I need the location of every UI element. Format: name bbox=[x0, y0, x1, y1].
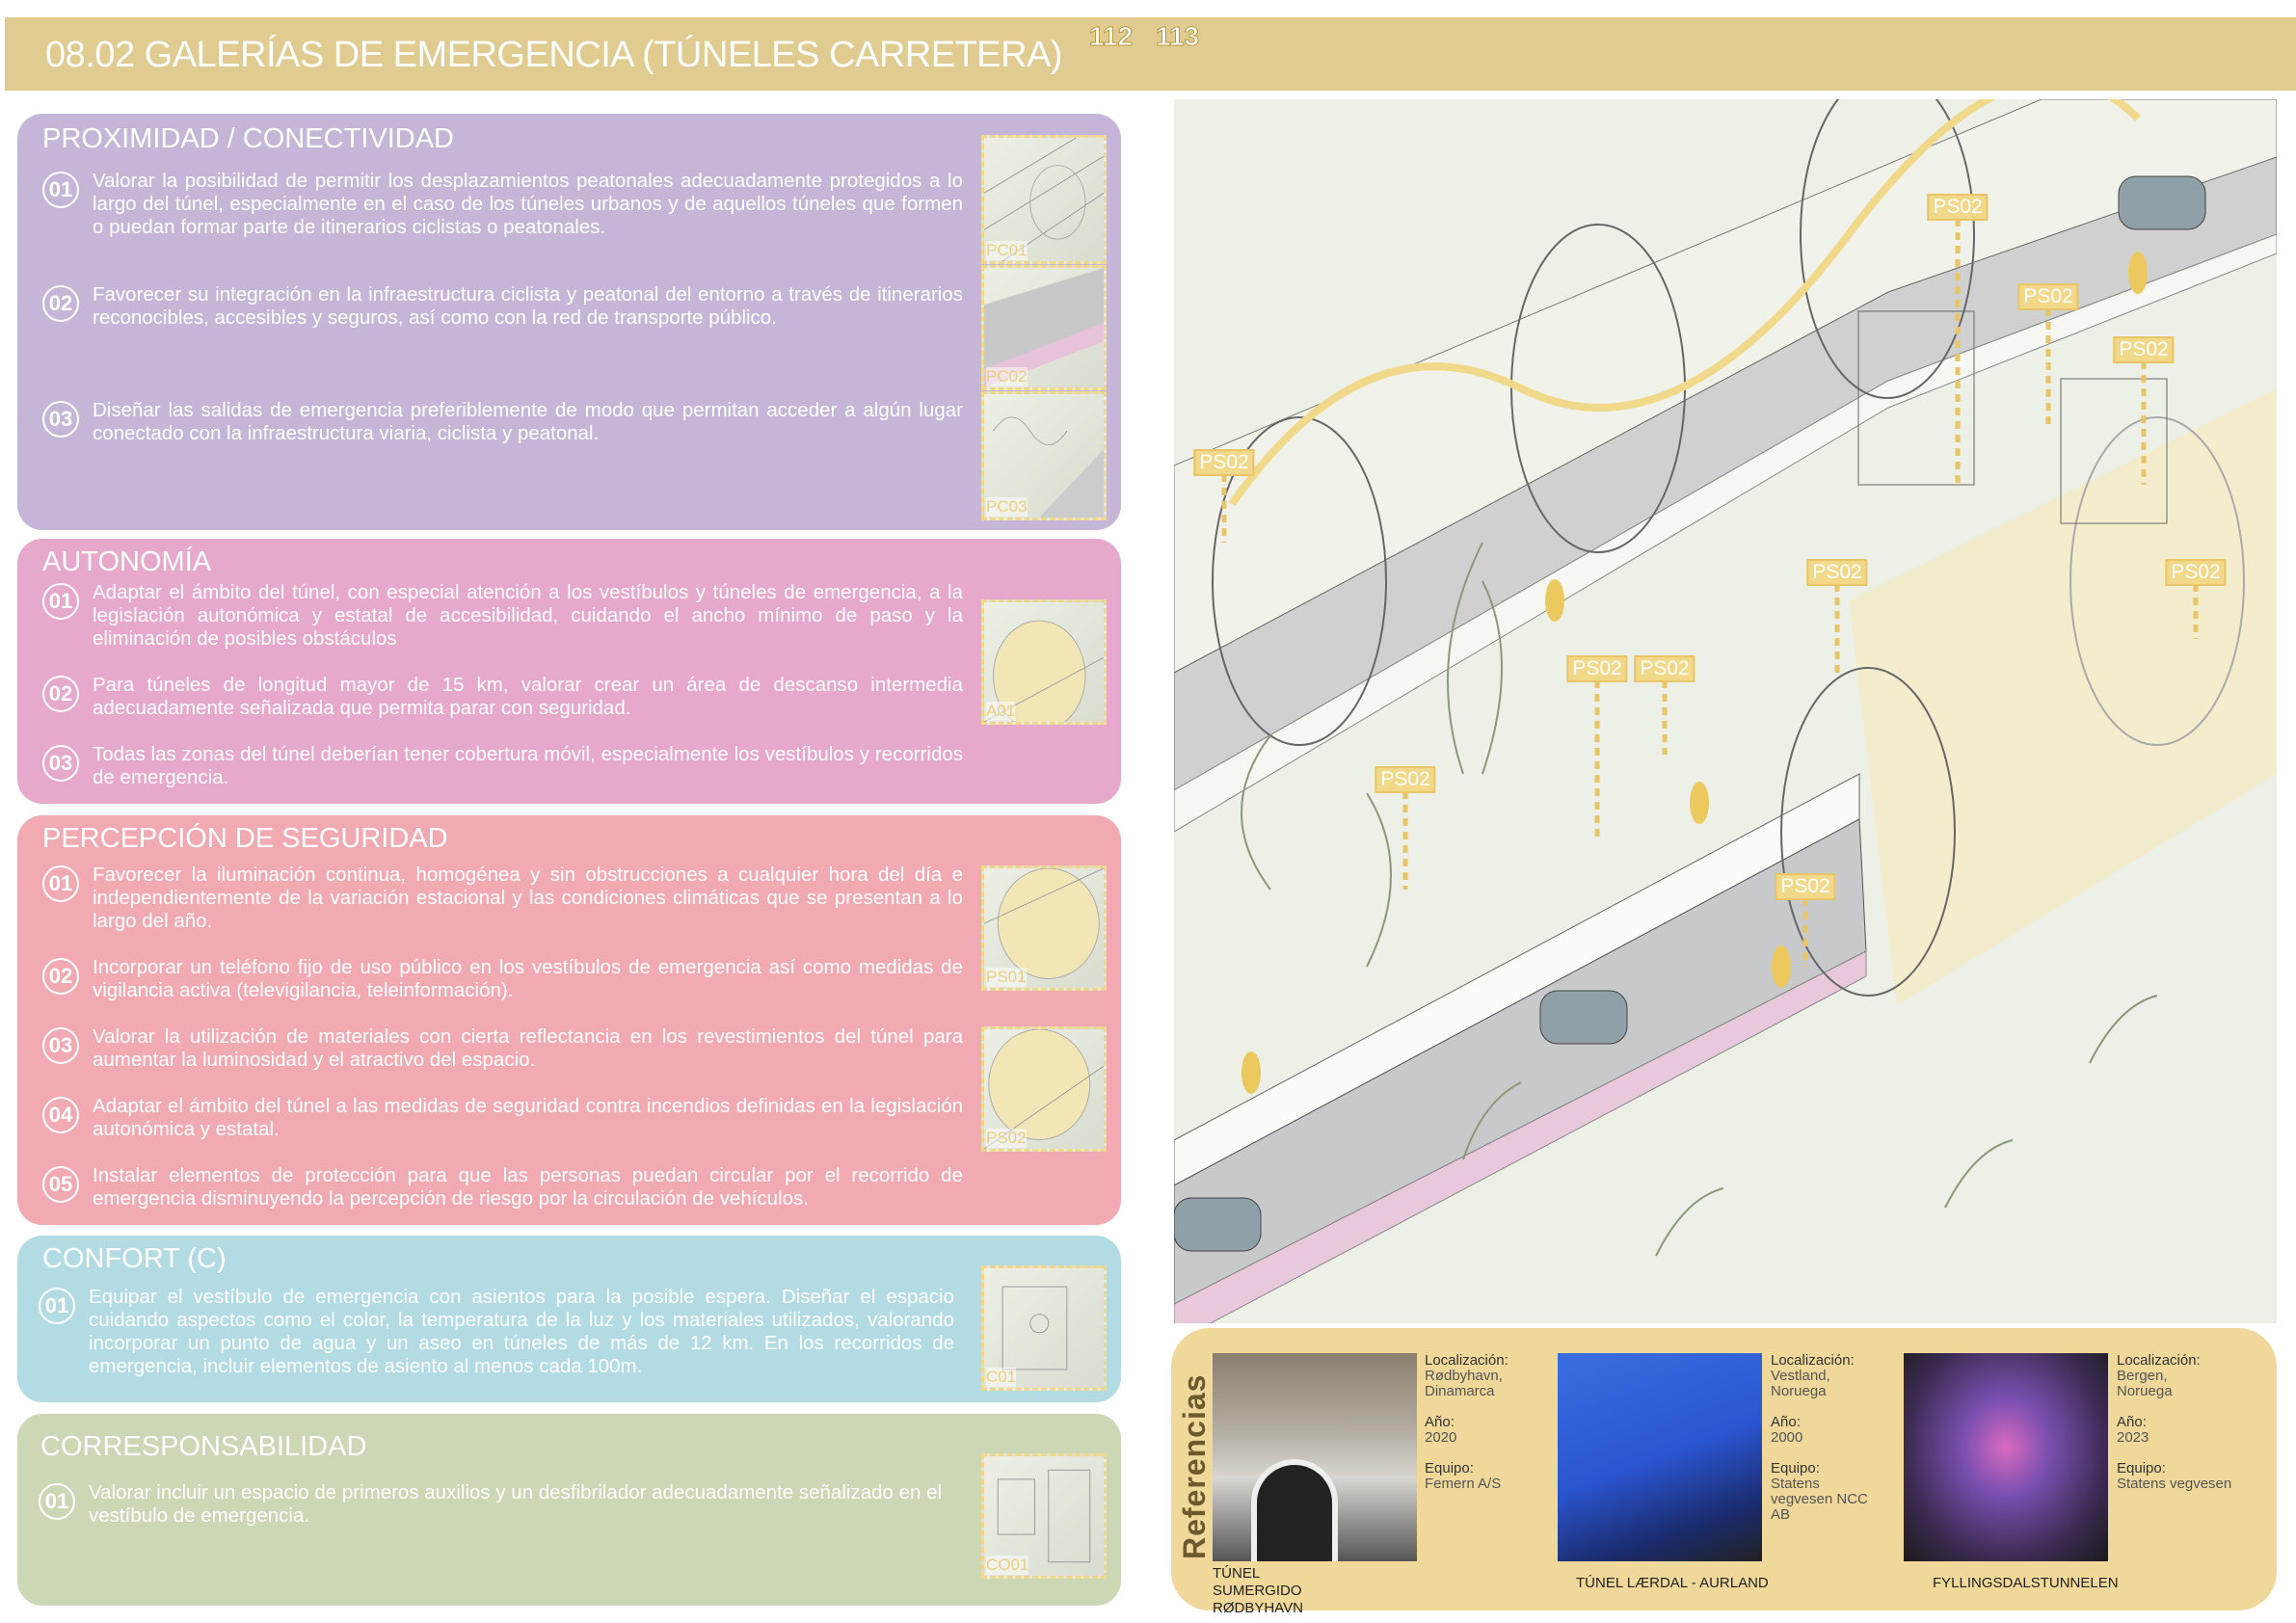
reference-info: Localización:Bergen, Noruega Año:2023 Eq… bbox=[2117, 1352, 2232, 1492]
item-number: 05 bbox=[42, 1166, 79, 1203]
thumbnail-image: PC02 bbox=[981, 265, 1107, 390]
item-text: Valorar incluir un espacio de primeros a… bbox=[89, 1481, 943, 1527]
reference-photo-laerdal bbox=[1558, 1353, 1762, 1561]
item-number: 02 bbox=[42, 285, 79, 322]
list-item: 03 Valorar la utilización de materiales c… bbox=[42, 1025, 963, 1072]
item-number: 03 bbox=[42, 745, 79, 782]
item-number: 01 bbox=[42, 172, 79, 208]
ps02-label: PS02 bbox=[1193, 449, 1255, 476]
item-text: Favorecer su integración en la infraestr… bbox=[93, 283, 963, 329]
item-number: 02 bbox=[42, 676, 79, 712]
item-text: Para túneles de longitud mayor de 15 km,… bbox=[93, 674, 963, 719]
page-header: 08.02 GALERÍAS DE EMERGENCIA (TÚNELES CA… bbox=[5, 17, 2296, 91]
item-text: Diseñar las salidas de emergencia prefer… bbox=[93, 399, 963, 444]
item-number: 03 bbox=[42, 401, 79, 438]
list-item: 03 Todas las zonas del túnel deberían ten… bbox=[42, 743, 963, 789]
list-item: 03 Diseñar las salidas de emergencia pref… bbox=[42, 399, 963, 445]
reference-info: Localización:Vestland, Noruega Año:2000 … bbox=[1771, 1352, 1868, 1523]
list-item: 05 Instalar elementos de protección para … bbox=[42, 1164, 963, 1211]
panel-percepcion-seguridad: PERCEPCIÓN DE SEGURIDAD 01 Favorecer la i… bbox=[17, 815, 1121, 1225]
item-number: 03 bbox=[42, 1027, 79, 1064]
references-heading: Referencias bbox=[1177, 1373, 1212, 1559]
item-text: Incorporar un teléfono fijo de uso públi… bbox=[93, 956, 963, 1001]
panel-corresponsabilidad: CORRESPONSABILIDAD 01 Valorar incluir un … bbox=[17, 1414, 1121, 1606]
thumbnail-image: PS01 bbox=[981, 865, 1107, 991]
panel-title: PERCEPCIÓN DE SEGURIDAD bbox=[42, 823, 448, 854]
list-item: 02 Favorecer su integración en la infraes… bbox=[42, 283, 963, 330]
ps02-label: PS02 bbox=[1775, 873, 1836, 900]
list-item: 04 Adaptar el ámbito del túnel a las medi… bbox=[42, 1095, 963, 1141]
ps02-label: PS02 bbox=[1566, 655, 1628, 682]
list-item: 01 Adaptar el ámbito del túnel, con espec… bbox=[42, 581, 963, 651]
item-number: 01 bbox=[42, 583, 79, 620]
item-number: 01 bbox=[39, 1288, 75, 1324]
panel-title: CONFORT (C) bbox=[42, 1243, 227, 1274]
list-item: 01 Valorar incluir un espacio de primeros… bbox=[39, 1481, 959, 1528]
panel-confort: CONFORT (C) 01 Equipar el vestíbulo de em… bbox=[17, 1236, 1121, 1402]
reference-caption: TÚNEL LÆRDAL - AURLAND bbox=[1576, 1575, 1769, 1591]
thumbnail-image: CO01 bbox=[981, 1453, 1107, 1579]
thumbnail-image: PC03 bbox=[981, 391, 1107, 520]
panel-autonomia: AUTONOMÍA 01 Adaptar el ámbito del túnel,… bbox=[17, 539, 1121, 804]
reference-info: Localización:Rødbyhavn, Dinamarca Año:20… bbox=[1425, 1352, 1508, 1492]
list-item: 01 Equipar el vestíbulo de emergencia con… bbox=[39, 1286, 954, 1378]
ps02-label: PS02 bbox=[1375, 766, 1436, 793]
ps02-label: PS02 bbox=[2113, 336, 2175, 363]
tunnel-drawing bbox=[1174, 99, 2277, 1323]
page-numbers: 112 113 bbox=[1088, 21, 1200, 52]
item-text: Instalar elementos de protección para qu… bbox=[93, 1164, 963, 1210]
thumbnail-image: PS02 bbox=[981, 1026, 1107, 1152]
ps02-label: PS02 bbox=[1927, 194, 1989, 221]
reference-photo-fyllingsdal bbox=[1904, 1353, 2108, 1561]
item-text: Valorar la posibilidad de permitir los d… bbox=[93, 170, 963, 238]
ps02-label: PS02 bbox=[2017, 283, 2079, 310]
list-item: 02 Incorporar un teléfono fijo de uso púb… bbox=[42, 956, 963, 1002]
panel-proximidad: PROXIMIDAD / CONECTIVIDAD 01 Valorar la p… bbox=[17, 114, 1121, 530]
list-item: 02 Para túneles de longitud mayor de 15 k… bbox=[42, 674, 963, 720]
ps02-label: PS02 bbox=[1634, 655, 1695, 682]
item-text: Todas las zonas del túnel deberían tener… bbox=[93, 743, 963, 788]
page-title: 08.02 GALERÍAS DE EMERGENCIA (TÚNELES CA… bbox=[45, 35, 1063, 75]
ps02-label: PS02 bbox=[1806, 559, 1868, 586]
item-text: Equipar el vestíbulo de emergencia con a… bbox=[89, 1286, 954, 1377]
item-number: 01 bbox=[39, 1483, 75, 1520]
item-text: Valorar la utilización de materiales con… bbox=[93, 1025, 963, 1071]
item-text: Adaptar el ámbito del túnel, con especia… bbox=[93, 581, 963, 650]
reference-caption: TÚNEL SUMERGIDO RØDBYHAVN bbox=[1213, 1565, 1303, 1616]
reference-caption: FYLLINGSDALSTUNNELEN bbox=[1933, 1575, 2119, 1591]
thumbnail-image: PC01 bbox=[981, 135, 1107, 264]
item-text: Adaptar el ámbito del túnel a las medida… bbox=[93, 1095, 963, 1140]
tunnel-illustration: PS02 PS02 PS02 PS02 PS02 PS02 PS02 PS02 … bbox=[1174, 99, 2277, 1323]
references-panel: Referencias Localización:Rødbyhavn, Dina… bbox=[1171, 1328, 2277, 1616]
panel-title: AUTONOMÍA bbox=[42, 546, 212, 577]
panel-title: CORRESPONSABILIDAD bbox=[40, 1431, 367, 1462]
list-item: 01 Valorar la posibilidad de permitir los… bbox=[42, 170, 963, 239]
panel-title: PROXIMIDAD / CONECTIVIDAD bbox=[42, 123, 454, 154]
item-number: 02 bbox=[42, 958, 79, 995]
item-number: 04 bbox=[42, 1097, 79, 1133]
list-item: 01 Favorecer la iluminación continua, hom… bbox=[42, 864, 963, 933]
thumbnail-image: A01 bbox=[981, 599, 1107, 725]
reference-photo-rodbyhavn bbox=[1213, 1353, 1417, 1561]
item-number: 01 bbox=[42, 865, 79, 902]
item-text: Favorecer la iluminación continua, homog… bbox=[93, 864, 963, 932]
thumbnail-image: C01 bbox=[981, 1265, 1107, 1391]
ps02-label: PS02 bbox=[2165, 559, 2227, 586]
